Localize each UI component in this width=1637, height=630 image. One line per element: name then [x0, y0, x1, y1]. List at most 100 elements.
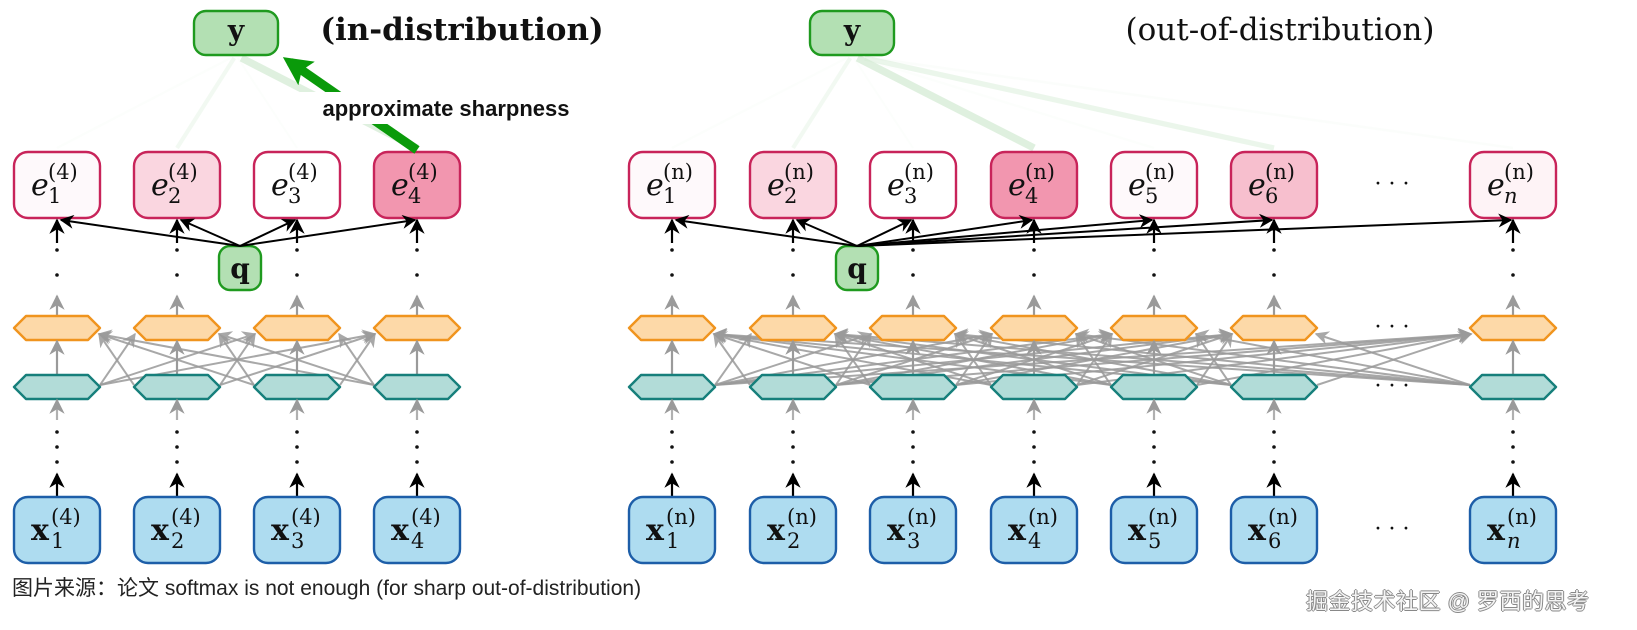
query-node: q	[217, 244, 263, 292]
query-to-score-edge	[856, 214, 1154, 247]
math-subscript: 1	[666, 529, 679, 553]
dot	[415, 460, 419, 464]
dot	[1272, 445, 1276, 449]
attention-score-box	[627, 150, 717, 220]
input-token-box	[12, 495, 102, 565]
math-subscript: 2	[168, 184, 181, 208]
math-base: e	[1248, 168, 1266, 203]
math-subscript: 5	[1145, 184, 1158, 208]
dot	[670, 430, 674, 434]
math-superscript: (n)	[1028, 505, 1058, 529]
math-base: e	[1128, 168, 1146, 203]
background-connections	[56, 54, 1514, 386]
math-superscript: (4)	[168, 160, 198, 184]
vertical-ellipsis-upper	[1272, 248, 1276, 302]
math-superscript: (n)	[787, 505, 817, 529]
vertical-ellipsis-lower	[415, 430, 419, 464]
dot	[295, 460, 299, 464]
math-base: x	[151, 513, 170, 548]
dot	[175, 460, 179, 464]
math-subscript: 3	[904, 184, 917, 208]
horizontal-ellipsis: · · ·	[1375, 172, 1410, 197]
dot	[295, 430, 299, 434]
dot	[415, 273, 419, 277]
math-base: e	[1487, 168, 1505, 203]
math-subscript: 6	[1265, 184, 1278, 208]
vertical-ellipsis-upper	[1032, 248, 1036, 302]
dot	[175, 430, 179, 434]
attention-to-output-edge	[864, 55, 1275, 151]
query-to-score-edge	[795, 218, 858, 247]
math-superscript: (n)	[663, 160, 693, 184]
output-node: y	[808, 9, 896, 57]
vertical-ellipsis-upper	[1152, 248, 1156, 302]
attention-score-box	[12, 150, 102, 220]
query-to-score-edge	[674, 214, 858, 247]
math-base: x	[767, 513, 786, 548]
math-subscript: 5	[1148, 529, 1161, 553]
math-superscript: (4)	[291, 505, 321, 529]
input-token-box	[372, 495, 462, 565]
math-subscript: 3	[288, 184, 301, 208]
output-node: y	[192, 9, 280, 57]
math-subscript: 4	[408, 184, 421, 208]
vertical-ellipsis-lower	[55, 430, 59, 464]
attention-score-box	[372, 150, 462, 220]
math-superscript: (4)	[171, 505, 201, 529]
attention-score-box	[1468, 150, 1558, 220]
hidden-layer-upper	[12, 314, 102, 342]
hidden-layer-upper	[1109, 314, 1199, 342]
annotation-label: approximate sharpness	[323, 96, 570, 121]
math-base: x	[887, 513, 906, 548]
math-superscript: (n)	[1265, 160, 1295, 184]
dot	[1032, 248, 1036, 252]
math-subscript: 2	[171, 529, 184, 553]
math-subscript: 6	[1268, 529, 1281, 553]
dot	[175, 273, 179, 277]
input-token-box	[868, 495, 958, 565]
dot	[1511, 248, 1515, 252]
math-superscript: (4)	[408, 160, 438, 184]
math-superscript: (n)	[907, 505, 937, 529]
dot	[791, 248, 795, 252]
math-base: x	[1487, 513, 1506, 548]
math-subscript: 1	[48, 184, 61, 208]
query-to-score-edge	[856, 214, 1034, 247]
vertical-ellipsis-lower	[1152, 430, 1156, 464]
dot	[670, 460, 674, 464]
attention-score-box	[868, 150, 958, 220]
math-superscript: (n)	[666, 505, 696, 529]
dot	[415, 445, 419, 449]
vertical-ellipsis-upper	[295, 248, 299, 302]
hidden-layer-lower	[1468, 373, 1558, 401]
hidden-layer-lower	[1109, 373, 1199, 401]
math-subscript: 3	[291, 529, 304, 553]
cross-connection-edge	[1194, 329, 1471, 386]
vertical-ellipsis-upper	[175, 248, 179, 302]
vertical-ellipsis-upper	[791, 248, 795, 302]
panel-title: (out-of-distribution)	[1126, 12, 1435, 48]
hidden-layer-upper	[252, 314, 342, 342]
hidden-layer-upper	[132, 314, 222, 342]
math-superscript: (4)	[51, 505, 81, 529]
math-superscript: (n)	[1268, 505, 1298, 529]
math-base: x	[1248, 513, 1267, 548]
hidden-layer-lower	[132, 373, 222, 401]
math-base: e	[151, 168, 169, 203]
math-subscript: n	[1504, 184, 1518, 208]
dot	[415, 430, 419, 434]
attention-score-box	[1229, 150, 1319, 220]
